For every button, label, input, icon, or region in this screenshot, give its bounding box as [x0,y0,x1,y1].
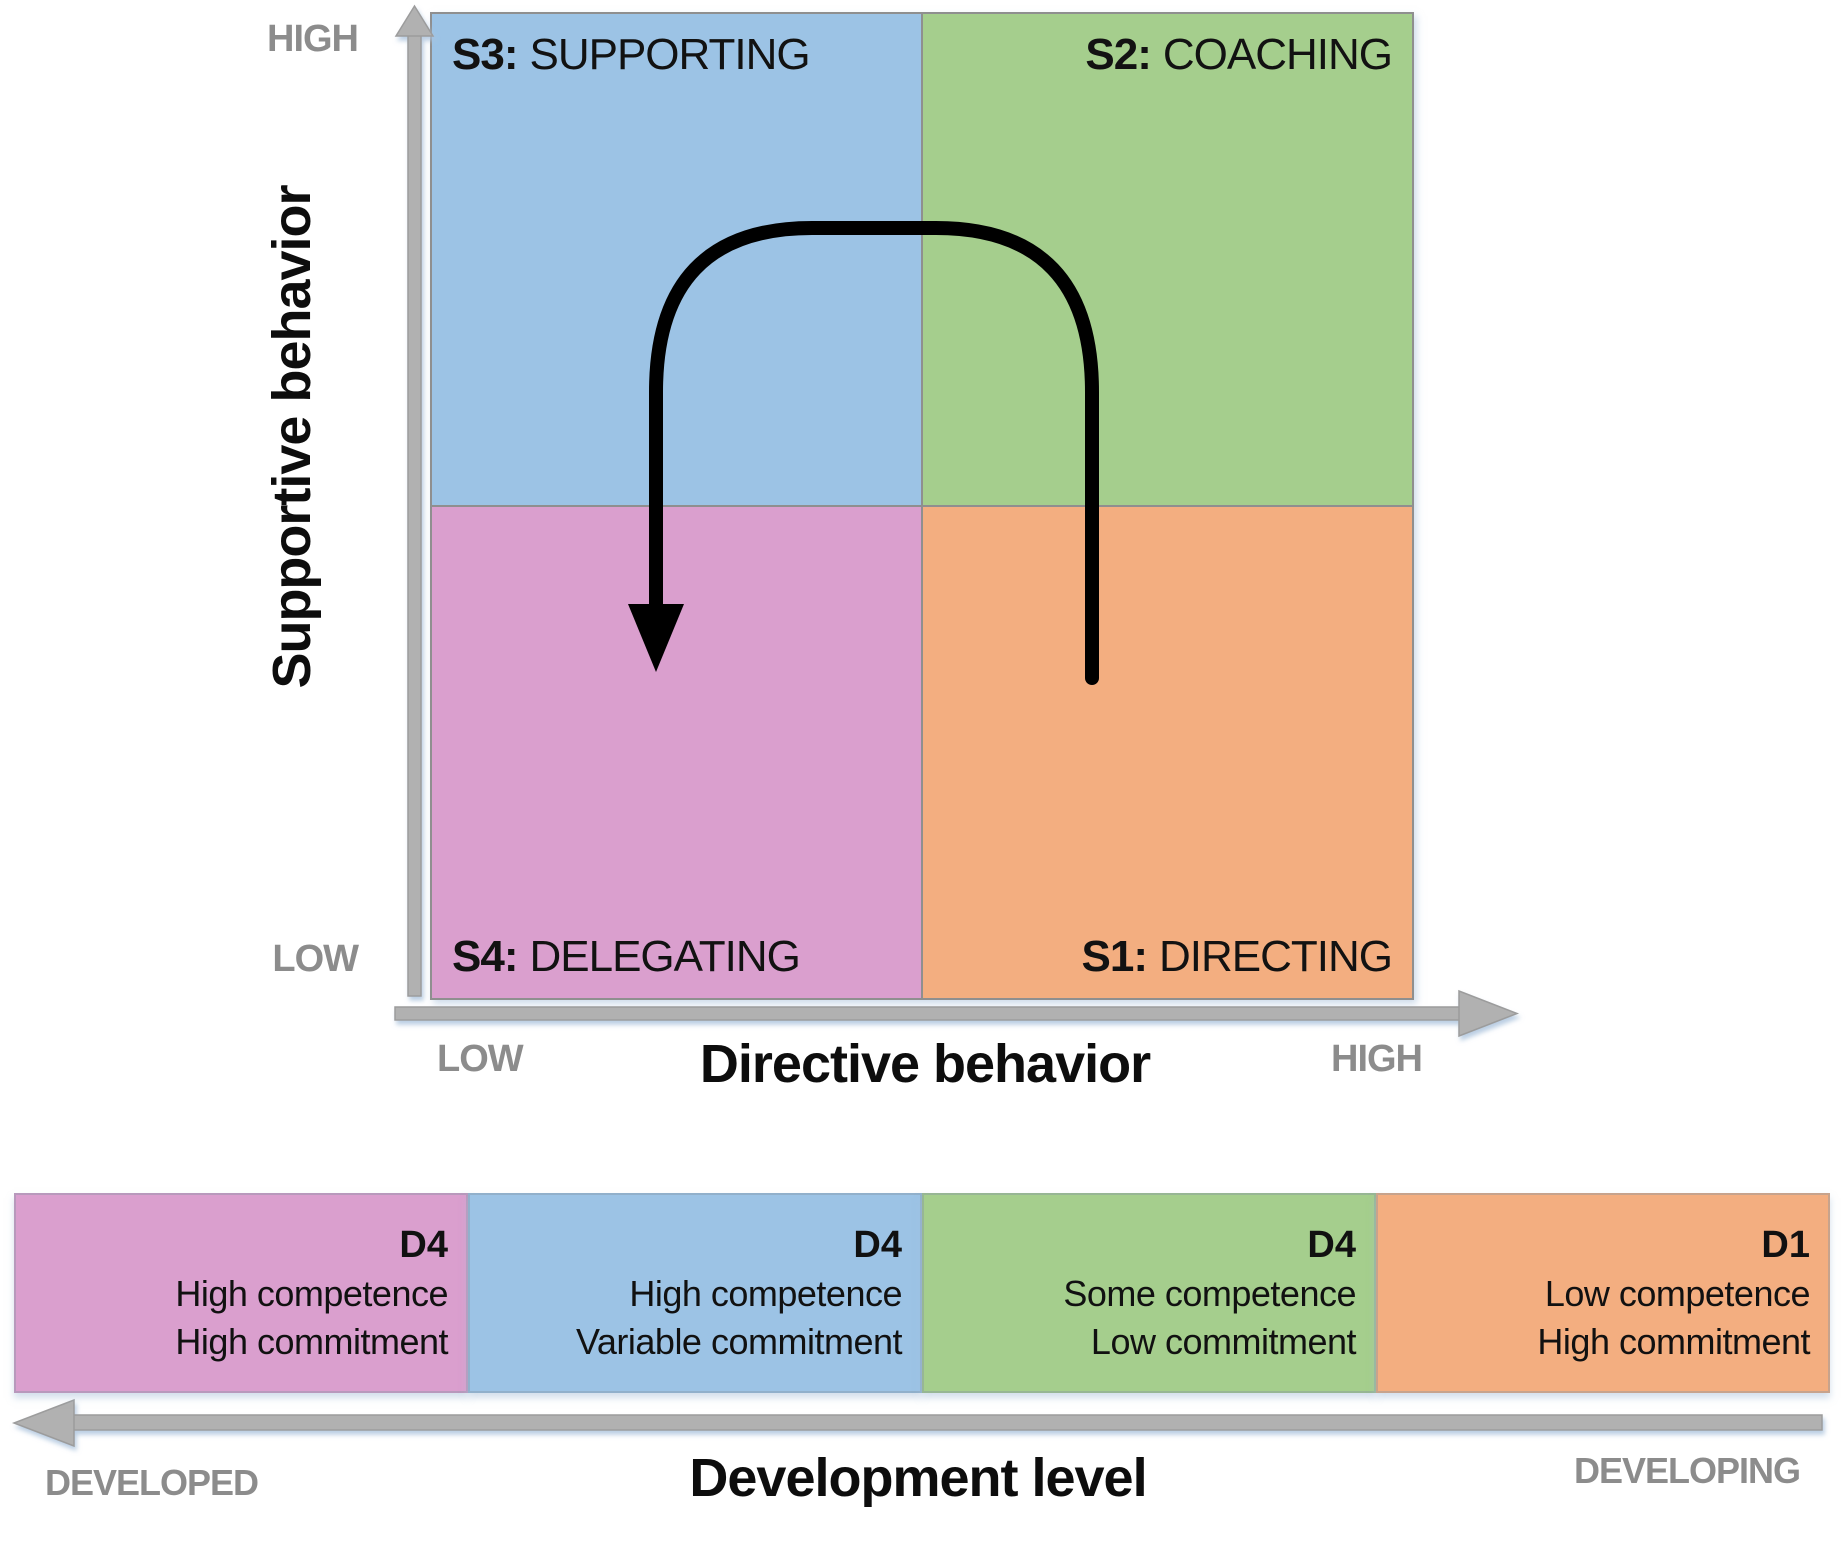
x-axis-high-label: HIGH [1331,1038,1423,1080]
quadrant-s1-directing: S1:DIRECTING [923,507,1412,998]
developing-label: DEVELOPING [1573,1450,1801,1491]
quadrant-code: S2: [1085,30,1151,79]
quadrant-name: COACHING [1162,30,1393,79]
x-axis-low-label: LOW [437,1038,524,1080]
quadrant-code: S1: [1081,932,1148,981]
development-level-title: Development level [689,1448,1147,1508]
quadrant-s2-coaching: S2:COACHING [923,14,1412,505]
development-axis-arrow [11,1398,1823,1448]
y-axis-arrow [394,4,435,997]
y-axis-low-label: LOW [272,938,359,980]
x-axis-title: Directive behavior [699,1034,1151,1094]
behavior-quadrant-grid: S3:SUPPORTING S2:COACHING S4:DELEGATING … [430,12,1414,1000]
development-level-strip: D4 High competence High commitment D4 Hi… [14,1193,1830,1393]
dev-box-d4-green: D4 Some competence Low commitment [922,1193,1376,1393]
dev-box-d4-pink: D4 High competence High commitment [14,1193,468,1393]
dev-commitment: Low commitment [1090,1321,1357,1362]
quadrant-name: SUPPORTING [529,30,810,79]
dev-competence: Low competence [1544,1273,1811,1314]
dev-box-d4-blue: D4 High competence Variable commitment [468,1193,922,1393]
y-axis-title: Supportive behavior [262,185,322,689]
dev-commitment: High commitment [1537,1321,1810,1362]
dev-commitment: High commitment [175,1321,448,1362]
quadrant-name: DIRECTING [1159,932,1393,981]
dev-code: D4 [399,1224,448,1266]
quadrant-name: DELEGATING [529,932,800,981]
dev-code: D4 [853,1224,902,1266]
quadrant-label: S2:COACHING [1085,30,1393,80]
developed-label: DEVELOPED [45,1462,259,1503]
quadrant-s3-supporting: S3:SUPPORTING [432,14,921,505]
dev-code: D4 [1307,1224,1356,1266]
y-axis-high-label: HIGH [267,18,359,60]
dev-code: D1 [1761,1224,1810,1266]
quadrant-s4-delegating: S4:DELEGATING [432,507,921,998]
quadrant-code: S3: [452,30,518,79]
dev-competence: Some competence [1063,1273,1356,1314]
dev-competence: High competence [175,1273,448,1314]
dev-competence: High competence [629,1273,902,1314]
dev-box-d1-orange: D1 Low competence High commitment [1376,1193,1830,1393]
quadrant-label: S1:DIRECTING [1081,932,1393,982]
quadrant-label: S4:DELEGATING [452,932,801,982]
dev-commitment: Variable commitment [576,1321,902,1362]
quadrant-code: S4: [452,932,518,981]
quadrant-label: S3:SUPPORTING [452,30,811,80]
